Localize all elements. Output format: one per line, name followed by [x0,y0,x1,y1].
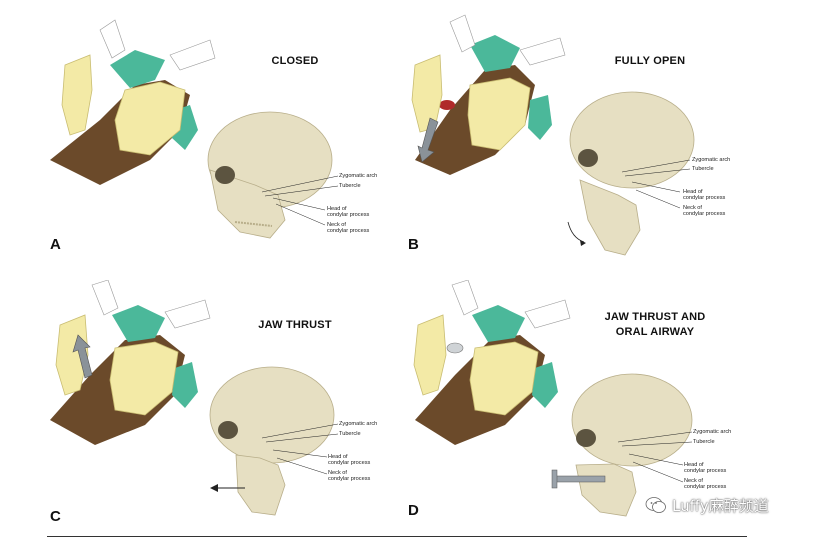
zygomatic-arch-label: Zygomatic arch [339,173,378,179]
neck-of-condylar-label: Neck of condylar process [684,478,727,490]
panel-letter: B [408,236,419,253]
skull [207,111,333,239]
jaw-thrust-illustration [50,280,339,516]
panel-title: JAW THRUST AND ORAL AIRWAY [604,311,706,338]
panel-letter: A [50,236,61,253]
skull [567,91,695,256]
head-of-condylar-label: Head of condylar process [684,462,727,474]
panel-closed: CLOSED A Zygomatic arch Tubercle Head of… [40,10,440,260]
panel-letter: D [408,502,419,519]
zygomatic-arch-label: Zygomatic arch [339,421,378,427]
gloved-hands [411,14,566,151]
leader-lines [261,175,339,226]
neck-of-condylar-label: Neck of condylar process [328,470,371,482]
gloved-hands [413,280,571,416]
panel-jaw-thrust: JAW THRUST C Zygomatic arch Tubercle Hea… [40,280,440,530]
neck-of-condylar-label: Neck of condylar process [327,222,370,234]
head-of-condylar-label: Head of condylar process [328,454,371,466]
panel-title: CLOSED [271,55,319,67]
bottom-rule [47,536,747,537]
gloved-hands [55,280,211,416]
closed-illustration [50,19,339,239]
watermark: Luffy麻醉频道 [645,494,769,516]
zygomatic-arch-label: Zygomatic arch [692,157,731,163]
oral-airway-icon [446,342,464,354]
panel-letter: C [50,508,61,525]
head-of-condylar-label: Head of condylar process [327,206,370,218]
watermark-text: Luffy麻醉频道 [672,496,769,515]
leader-lines [621,159,691,209]
tubercle-label: Tubercle [693,439,715,445]
tubercle-label: Tubercle [339,431,361,437]
zygomatic-arch-label: Zygomatic arch [693,429,732,435]
tubercle-label: Tubercle [339,183,361,189]
panel-title: JAW THRUST [258,319,332,331]
head-of-condylar-label: Head of condylar process [683,189,726,201]
skull [551,373,693,517]
downward-arrow-icon [417,117,439,163]
panel-jaw-thrust-oral-airway: JAW THRUST AND ORAL AIRWAY D Zygomatic a… [400,280,800,530]
skull [209,366,335,516]
neck-of-condylar-label: Neck of condylar process [683,205,726,217]
leader-lines [261,423,339,475]
jaw-thrust-oral-airway-illustration [413,280,693,517]
upward-arrow-icon [72,334,93,379]
tubercle-label: Tubercle [692,166,714,172]
panel-title: FULLY OPEN [614,55,686,67]
gloved-hands [61,19,216,156]
fully-open-illustration [411,14,695,256]
wechat-icon [645,497,666,513]
airway-device-icon [554,475,606,483]
panel-fully-open: FULLY OPEN B Zygomatic arch Tubercle Hea… [400,10,800,260]
leader-lines [617,431,693,483]
